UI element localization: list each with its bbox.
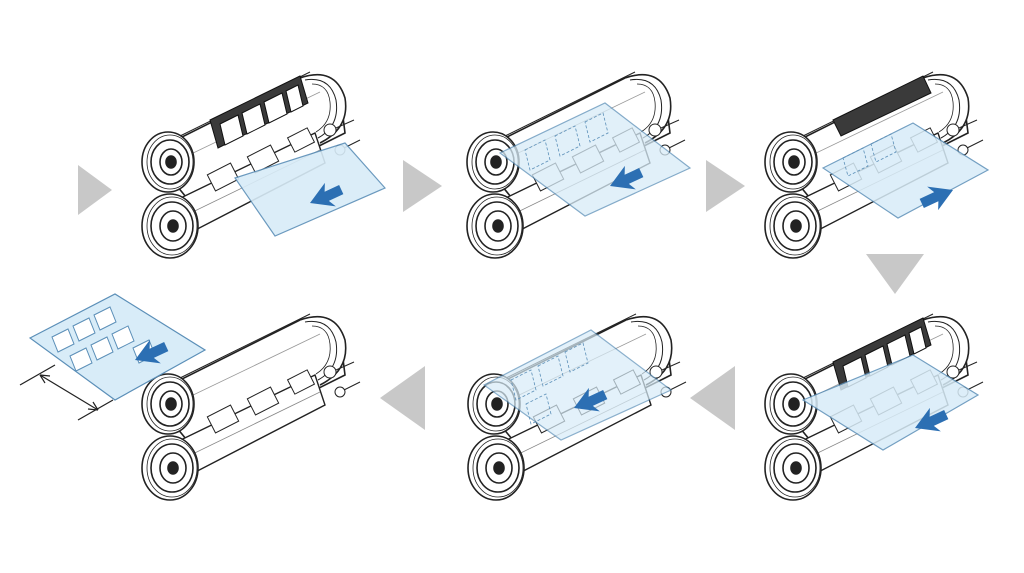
flow-arrow-right-3 — [706, 160, 745, 212]
step-3-unit — [764, 71, 990, 259]
flow-arrow-left-2 — [380, 366, 425, 430]
flow-arrow-right-1 — [78, 165, 112, 215]
flow-arrow-down — [866, 254, 924, 294]
step-6-ejected-sheet — [28, 293, 207, 401]
flow-arrow-right-2 — [403, 160, 442, 212]
flow-arrow-left-1 — [690, 366, 735, 430]
step-1-sheet — [234, 142, 386, 237]
step-4-sheet — [801, 354, 980, 451]
step-2-unit — [466, 71, 692, 259]
step-1-unit — [141, 71, 386, 259]
dimension-marker — [19, 364, 114, 421]
step-5-unit — [467, 313, 687, 501]
step-4-unit — [764, 313, 984, 501]
step-3-sheet — [821, 122, 990, 219]
step-2-sheet — [498, 102, 692, 217]
